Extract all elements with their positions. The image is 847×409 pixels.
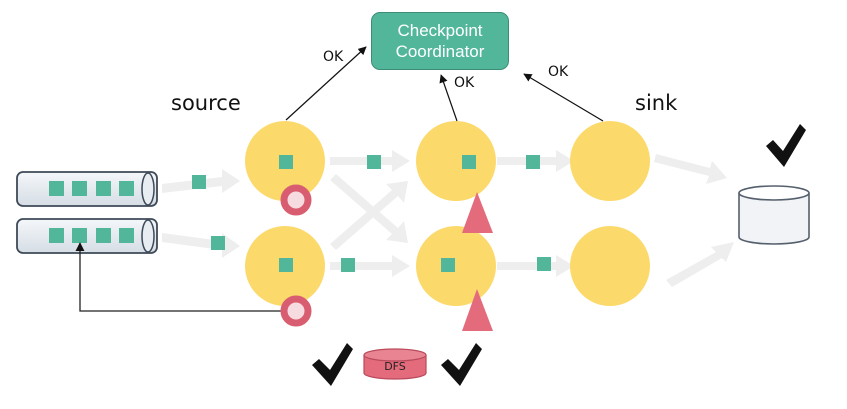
- in-flight-records: [192, 155, 551, 272]
- checkmark-icon: [441, 343, 482, 386]
- record: [537, 257, 551, 271]
- stream-arrow-sink2-to-db: [666, 242, 734, 287]
- sink-operator-1: [570, 121, 650, 201]
- source-state-rings: [280, 184, 312, 327]
- ack-arrow-sink: [523, 73, 604, 122]
- stream-arrow-sink1-to-db: [654, 154, 727, 184]
- stream-arrow-source2-to-map1: [330, 181, 408, 250]
- ack-arrows: [285, 46, 604, 122]
- input-queue-2: [16, 218, 158, 254]
- ack-label-source: OK: [323, 49, 344, 65]
- stream-arrow-map2-to-sink2: [497, 255, 574, 277]
- queue-record: [119, 228, 134, 243]
- record: [367, 155, 381, 169]
- queue-record: [72, 181, 87, 196]
- queue-record: [49, 228, 64, 243]
- operators: [245, 121, 650, 306]
- sink-label: sink: [635, 91, 678, 115]
- checkpoint-barriers: [462, 192, 493, 331]
- coordinator-title-line2: Coordinator: [395, 42, 485, 61]
- offset-feedback-line: [75, 242, 285, 312]
- map-operator-1: [416, 121, 496, 201]
- dfs-label: DFS: [384, 360, 406, 373]
- queue-record: [96, 181, 111, 196]
- ack-arrow-source: [285, 46, 367, 121]
- state-ring-icon: [280, 184, 312, 216]
- coordinator-title-line1: Checkpoint: [397, 21, 483, 40]
- checkmarks: [312, 124, 806, 386]
- sink-database-icon: [738, 185, 810, 245]
- record: [526, 155, 540, 169]
- record: [211, 236, 225, 250]
- record: [279, 155, 293, 169]
- record: [279, 258, 293, 272]
- ack-label-map: OK: [454, 75, 475, 91]
- dfs-storage-icon: [363, 348, 427, 380]
- operator-records: [279, 155, 476, 272]
- barrier-triangle-icon: [462, 192, 493, 233]
- queue-record: [49, 181, 64, 196]
- sink-operator-2: [570, 226, 650, 306]
- queue-record: [119, 181, 134, 196]
- ack-label-sink: OK: [548, 64, 569, 80]
- checkpoint-coordinator-box: Checkpoint Coordinator: [371, 12, 509, 70]
- checkmark-icon: [766, 124, 806, 167]
- checkmark-icon: [312, 343, 353, 386]
- record: [462, 155, 476, 169]
- record: [441, 258, 455, 272]
- ack-arrow-map: [439, 74, 458, 122]
- state-ring-icon: [280, 295, 312, 327]
- barrier-triangle-icon: [462, 289, 493, 331]
- queue-record: [72, 228, 87, 243]
- map-operator-2: [416, 226, 496, 306]
- input-queue-1: [16, 171, 158, 207]
- record: [192, 175, 206, 189]
- stream-arrows: [162, 150, 734, 287]
- stream-arrow-source2-to-map2: [330, 255, 410, 277]
- stream-arrow-queue2-to-source2: [162, 233, 240, 258]
- record: [341, 258, 355, 272]
- stream-arrow-source1-to-map2: [330, 174, 408, 243]
- source-label: source: [171, 91, 241, 115]
- queue-record: [96, 228, 111, 243]
